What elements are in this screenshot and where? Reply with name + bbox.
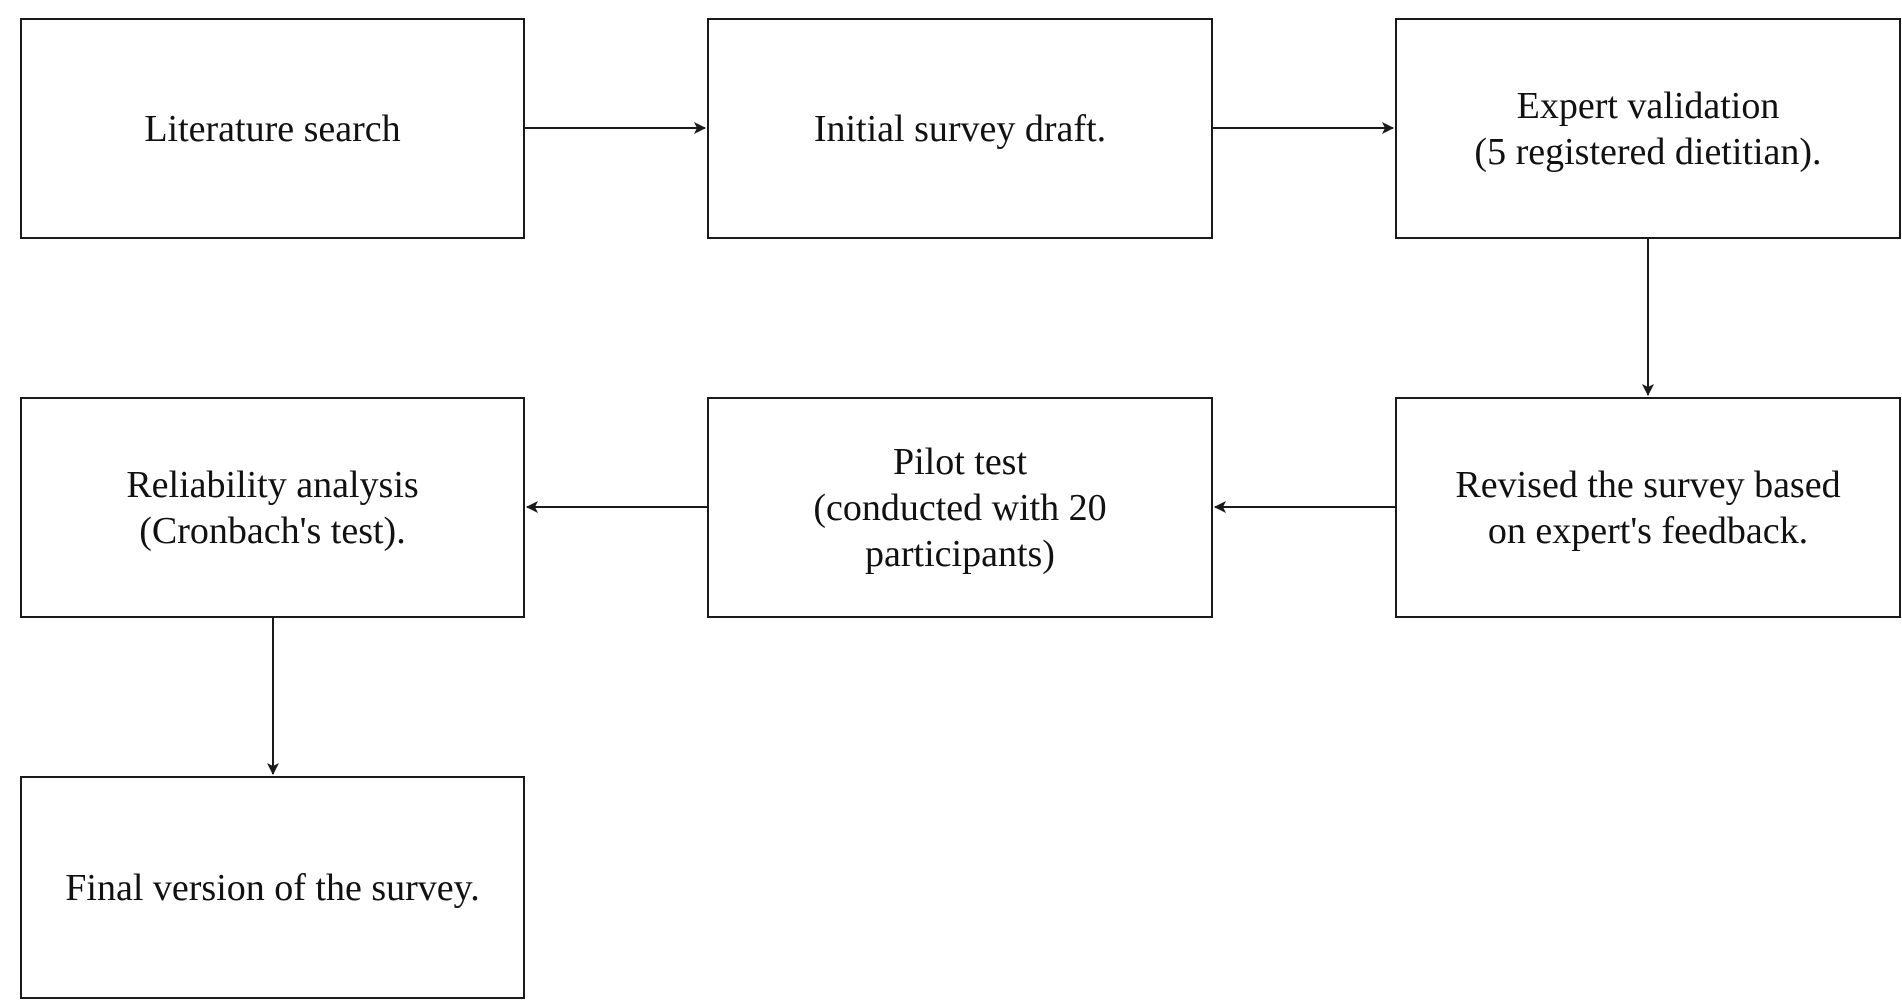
box-label: Reliability analysis (126, 463, 419, 506)
box-label: Expert validation (1516, 84, 1780, 127)
box-pilot-test: Pilot test (conducted with 20 participan… (707, 397, 1213, 618)
box-expert-validation: Expert validation (5 registered dietitia… (1395, 18, 1901, 239)
box-label: Pilot test (892, 440, 1028, 483)
box-label-detail: (conducted with 20 (813, 486, 1107, 529)
box-revised-survey: Revised the survey based on expert's fee… (1395, 397, 1901, 618)
box-label: Literature search (144, 107, 401, 150)
box-label: Initial survey draft. (813, 107, 1107, 150)
box-literature-search: Literature search (20, 18, 525, 239)
box-label: Final version of the survey. (65, 866, 480, 909)
box-label-detail: (Cronbach's test). (139, 509, 406, 552)
box-final-version: Final version of the survey. (20, 776, 525, 999)
box-label-detail: participants) (865, 532, 1055, 575)
box-label-detail: (5 registered dietitian). (1474, 130, 1822, 173)
box-label-detail: on expert's feedback. (1487, 509, 1809, 552)
box-label: Revised the survey based (1455, 463, 1841, 506)
box-initial-survey-draft: Initial survey draft. (707, 18, 1213, 239)
box-reliability-analysis: Reliability analysis (Cronbach's test). (20, 397, 525, 618)
